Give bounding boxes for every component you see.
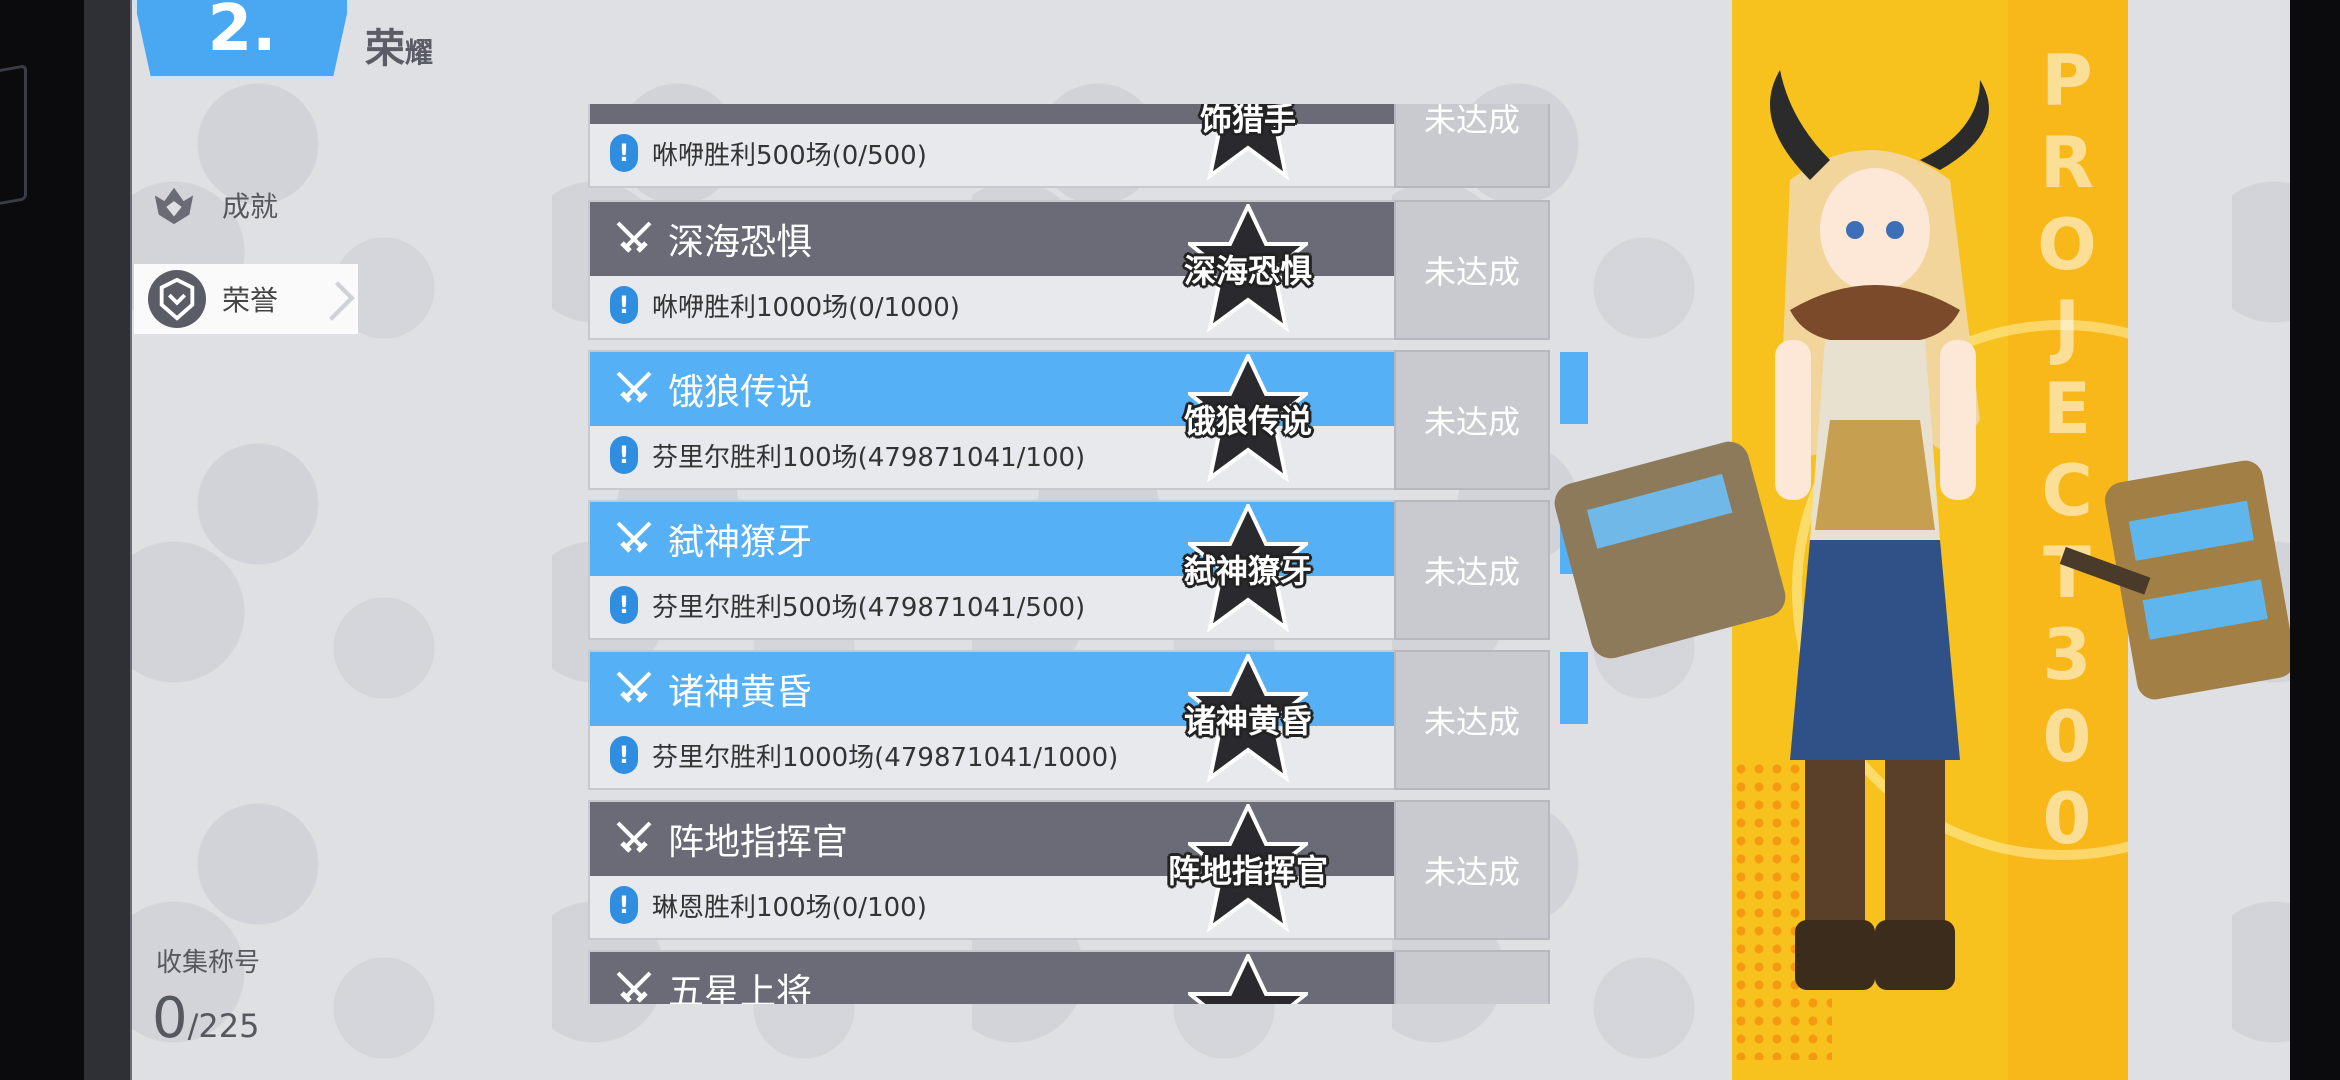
info-icon: ! — [610, 436, 638, 474]
achievement-requirement: 芬里尔胜利100场(479871041/100) — [652, 442, 1086, 473]
emblem-text: 饰猎手 — [1199, 104, 1296, 138]
status-badge: 未达成 — [1394, 104, 1550, 188]
emblem-text: 弑神獠牙 — [1183, 552, 1312, 590]
highlight-extension — [1560, 352, 1588, 424]
achievement-requirement: 咻咿胜利1000场(0/1000) — [652, 292, 960, 323]
emblem-text: 饿狼传说 — [1183, 402, 1312, 440]
crossed-swords-icon — [612, 817, 656, 861]
star-badge-icon — [1184, 501, 1312, 633]
right-frame-edge — [2290, 0, 2340, 1080]
list-item[interactable]: 诸神黄昏! 芬里尔胜利1000场(479871041/1000) 诸神黄昏 未达成 — [588, 650, 1588, 790]
collect-count: 0/225 — [152, 986, 260, 1051]
achievement-titlebar — [590, 104, 1398, 124]
left-bezel-decoration — [0, 64, 27, 212]
section-badge: 2. — [134, 0, 350, 79]
crossed-swords-icon — [612, 217, 656, 261]
achievement-name: 五星上将 — [668, 972, 813, 1004]
collect-count-total: /225 — [187, 1007, 260, 1045]
status-badge: 未达成 — [1394, 350, 1550, 490]
star-badge-icon — [1188, 104, 1308, 181]
list-item[interactable]: 深海恐惧! 咻咿胜利1000场(0/1000) 深海恐惧 未达成 — [588, 200, 1588, 340]
honor-emblem-icon — [148, 270, 206, 328]
page-title: 荣耀 — [365, 16, 433, 74]
info-icon: ! — [610, 286, 638, 324]
title-emblem: 深海恐惧 — [1148, 200, 1348, 336]
achievement-desc: ! 琳恩胜利100场(0/100) — [610, 886, 927, 924]
status-badge: 未达成 — [1394, 500, 1550, 640]
achievement-name: 诸神黄昏 — [668, 672, 813, 713]
page-title-rest: 耀 — [405, 36, 434, 69]
achievement-desc: ! 芬里尔胜利500场(479871041/500) — [610, 586, 1085, 624]
crossed-swords-icon — [612, 517, 656, 561]
star-badge-icon — [1184, 351, 1312, 483]
status-badge: 未达成 — [1394, 950, 1550, 1004]
status-badge: 未达成 — [1394, 650, 1550, 790]
sidebar-item-honor[interactable]: 荣誉 — [134, 264, 358, 334]
status-badge: 未达成 — [1394, 800, 1550, 940]
emblem-text: 阵地指挥官 — [1167, 852, 1328, 890]
star-badge-icon — [1184, 801, 1312, 933]
highlight-extension — [1560, 652, 1588, 724]
title-emblem: 饰猎手 — [1148, 104, 1348, 184]
achievement-name: 深海恐惧 — [668, 222, 813, 263]
achievement-list[interactable]: !咻咿胜利500场(0/500)饰猎手未达成深海恐惧!咻咿胜利1000场(0/1… — [588, 104, 1588, 1004]
info-icon: ! — [610, 586, 638, 624]
emblem-text: 深海恐惧 — [1183, 252, 1312, 290]
sidebar: 成就 荣誉 — [134, 170, 358, 358]
collect-count-value: 0 — [152, 986, 188, 1051]
list-item[interactable]: ! 咻咿胜利500场(0/500) 饰猎手 未达成 — [588, 104, 1588, 188]
list-item[interactable]: 五星上将 未达成 — [588, 950, 1588, 1004]
section-number: 2. — [207, 0, 277, 66]
star-badge-icon — [1184, 951, 1312, 1004]
info-icon: ! — [610, 134, 638, 172]
sidebar-item-label: 荣誉 — [222, 284, 279, 317]
emblem-text: 诸神黄昏 — [1183, 702, 1312, 740]
crown-shield-icon — [148, 179, 200, 231]
sidebar-item-achievements[interactable]: 成就 — [134, 170, 358, 240]
achievement-requirement: 咻咿胜利500场(0/500) — [652, 140, 927, 171]
info-icon: ! — [610, 736, 638, 774]
star-badge-icon — [1184, 201, 1312, 333]
title-emblem: 弑神獠牙 — [1148, 500, 1348, 636]
star-badge-icon — [1184, 651, 1312, 783]
achievement-desc: ! 芬里尔胜利1000场(479871041/1000) — [610, 736, 1118, 774]
achievement-desc: ! 芬里尔胜利100场(479871041/100) — [610, 436, 1085, 474]
collect-title-label: 收集称号 — [156, 948, 261, 978]
sidebar-item-label: 成就 — [222, 190, 279, 223]
achievement-desc: ! 咻咿胜利500场(0/500) — [610, 134, 927, 172]
achievement-requirement: 芬里尔胜利1000场(479871041/1000) — [652, 742, 1119, 773]
info-icon: ! — [610, 886, 638, 924]
title-emblem: 饿狼传说 — [1148, 350, 1348, 486]
hammer-right-icon — [2059, 460, 2296, 700]
achievement-desc: ! 咻咿胜利1000场(0/1000) — [610, 286, 960, 324]
list-item[interactable]: 弑神獠牙! 芬里尔胜利500场(479871041/500) 弑神獠牙 未达成 — [588, 500, 1588, 640]
achievement-name: 弑神獠牙 — [668, 522, 813, 563]
status-badge: 未达成 — [1394, 200, 1550, 340]
achievement-name: 饿狼传说 — [668, 372, 813, 413]
title-emblem — [1148, 950, 1348, 1004]
crossed-swords-icon — [612, 667, 656, 711]
achievement-requirement: 芬里尔胜利500场(479871041/500) — [652, 592, 1086, 623]
crossed-swords-icon — [612, 967, 656, 1004]
hammer-left-icon — [1554, 441, 1786, 659]
list-item[interactable]: 阵地指挥官! 琳恩胜利100场(0/100) 阵地指挥官 未达成 — [588, 800, 1588, 940]
achievement-requirement: 琳恩胜利100场(0/100) — [652, 892, 927, 923]
crossed-swords-icon — [612, 104, 656, 109]
crossed-swords-icon — [612, 367, 656, 411]
title-emblem: 阵地指挥官 — [1148, 800, 1348, 936]
title-emblem: 诸神黄昏 — [1148, 650, 1348, 786]
achievement-name: 阵地指挥官 — [668, 822, 849, 863]
character-illustration — [1554, 70, 2296, 990]
list-item[interactable]: 饿狼传说! 芬里尔胜利100场(479871041/100) 饿狼传说 未达成 — [588, 350, 1588, 490]
page-title-main: 荣 — [365, 26, 405, 72]
project-vertical-text: PROJECT 300 — [2037, 40, 2097, 860]
